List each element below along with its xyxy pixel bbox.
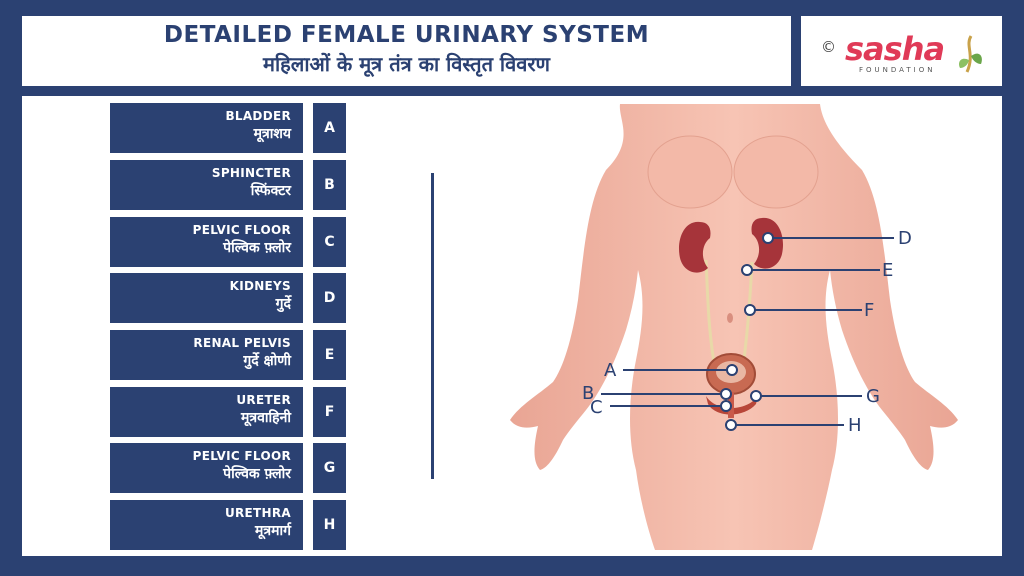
callout-label-d: D <box>898 228 912 249</box>
callout-f: F <box>744 300 874 321</box>
legend-label-pelvic-floor-c: PELVIC FLOOR पेल्विक फ़्लोर <box>110 217 303 267</box>
callout-e: E <box>741 260 893 281</box>
kidney-left <box>678 221 711 273</box>
logo: © sasha FOUNDATION <box>801 16 1002 86</box>
spine-leaf-icon <box>959 35 982 73</box>
legend-label-ureter: URETER मूत्रवाहिनी <box>110 387 303 437</box>
callout-g: G <box>750 386 880 407</box>
logo-wordmark: sasha <box>845 30 945 68</box>
pelvic-floor <box>706 396 758 415</box>
legend-letter-d: D <box>313 273 346 323</box>
callout-d: D <box>762 228 912 249</box>
logo-subtitle: FOUNDATION <box>859 66 936 74</box>
legend-label-bladder: BLADDER मूत्राशय <box>110 103 303 153</box>
page-title: DETAILED FEMALE URINARY SYSTEM <box>163 22 650 48</box>
breast-right <box>733 135 819 209</box>
callout-label-g: G <box>866 386 880 407</box>
title-banner: DETAILED FEMALE URINARY SYSTEM महिलाओं क… <box>22 16 791 86</box>
navel <box>727 313 733 323</box>
legend-label-renal-pelvis: RENAL PELVIS गुर्दे क्षोणी <box>110 330 303 380</box>
page-subtitle-hindi: महिलाओं के मूत्र तंत्र का विस्तृत विवरण <box>263 52 550 76</box>
breast-left <box>647 135 733 209</box>
callout-label-h: H <box>848 415 862 436</box>
callout-label-e: E <box>882 260 893 281</box>
legend-letter-b: B <box>313 160 346 210</box>
legend-letter-g: G <box>313 443 346 493</box>
callout-a: A <box>604 360 738 381</box>
divider-line <box>431 173 434 479</box>
callout-h: H <box>725 415 862 436</box>
legend-label-pelvic-floor-g: PELVIC FLOOR पेल्विक फ़्लोर <box>110 443 303 493</box>
legend-letter-f: F <box>313 387 346 437</box>
legend-letter-e: E <box>313 330 346 380</box>
legend-letter-a: A <box>313 103 346 153</box>
legend-label-urethra: URETHRA मूत्रमार्ग <box>110 500 303 550</box>
callout-label-b: B <box>582 383 594 404</box>
legend-letter-c: C <box>313 217 346 267</box>
legend-label-sphincter: SPHINCTER स्फिंक्टर <box>110 160 303 210</box>
legend-letter-h: H <box>313 500 346 550</box>
callout-b: B <box>582 383 732 404</box>
copyright-symbol: © <box>821 38 836 56</box>
callout-label-a: A <box>604 360 617 381</box>
callout-c: C <box>590 397 732 418</box>
callout-label-f: F <box>864 300 874 321</box>
body-silhouette <box>510 104 958 550</box>
callout-label-c: C <box>590 397 603 418</box>
legend-label-kidneys: KIDNEYS गुर्दे <box>110 273 303 323</box>
